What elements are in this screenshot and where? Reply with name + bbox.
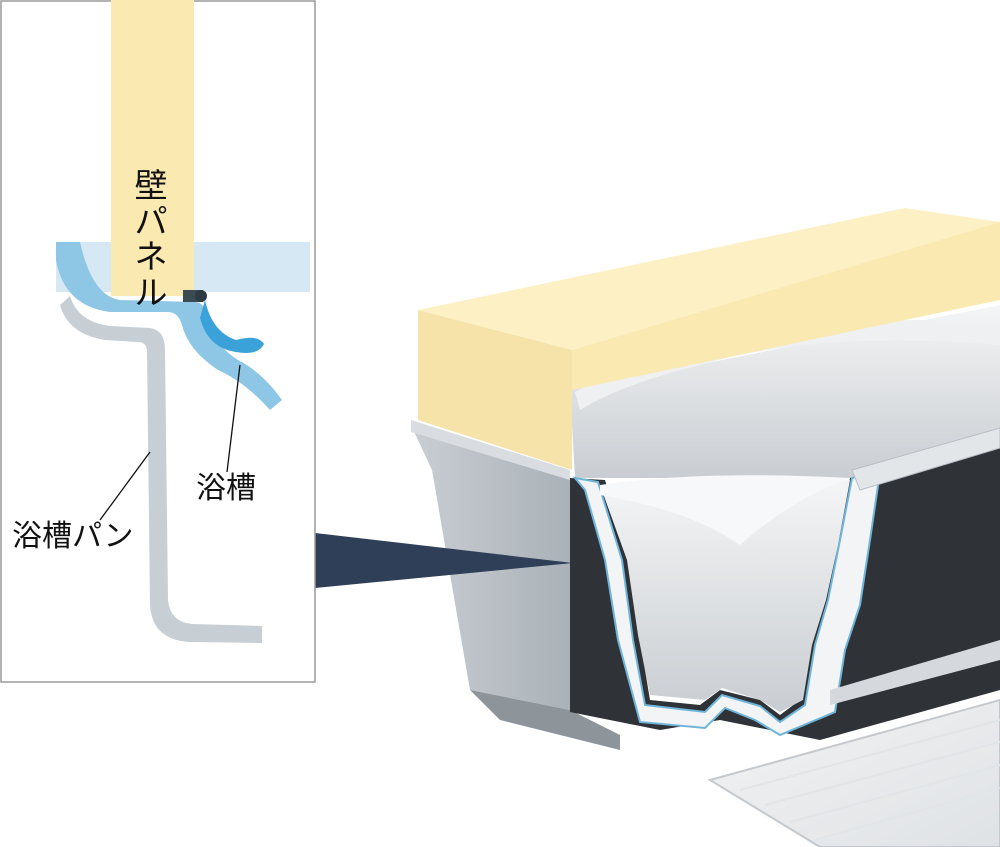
tub-support-legs [470, 690, 620, 750]
detail-inset [0, 0, 316, 683]
wall-panel-detail [111, 0, 194, 296]
floor-tray [707, 698, 1000, 847]
bathtub-label: 浴槽 [196, 471, 256, 506]
wall-panel-top [418, 208, 1000, 350]
bathtub-pan-profile [60, 296, 262, 643]
tub-interior-back [570, 305, 1000, 478]
bathtub-illustration [411, 208, 1000, 847]
bathtub-profile [56, 242, 282, 410]
bathtub-pan-label: 浴槽パン [12, 519, 134, 554]
leader-line-bathtub-pan [99, 451, 151, 521]
wall-panel-label: 壁パネル [134, 166, 168, 312]
leader-line-bathtub [226, 364, 241, 473]
floor-tray-grid [739, 719, 1000, 841]
wall-panel-back [572, 222, 1000, 390]
callout-pointer [315, 533, 573, 588]
water-droplet [200, 300, 264, 353]
sealant-dot [195, 290, 207, 302]
tub-basin [600, 480, 850, 712]
wall-panel-front [418, 310, 572, 470]
tub-body-rim [411, 420, 570, 480]
tub-basin-lip [600, 475, 850, 545]
tub-pan-section [570, 440, 1000, 740]
tub-front-rim [851, 427, 1000, 491]
tub-apron-bar [830, 640, 1000, 705]
